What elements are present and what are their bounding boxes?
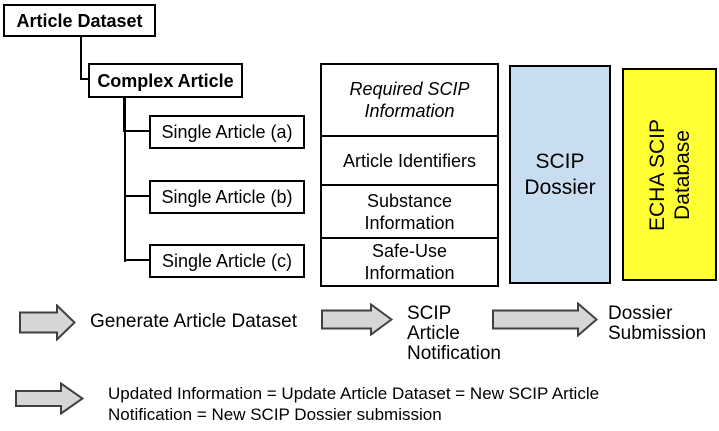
tree-connector-root-elbow [80, 78, 88, 80]
flow-step-3-label-line-2: Submission [608, 323, 707, 344]
table-header-line-2: Information [364, 101, 455, 121]
tree-connector-stub-c [126, 259, 149, 261]
single-article-a-label: Single Article (a) [161, 122, 293, 142]
flow-arrow-1-icon [19, 304, 76, 341]
table-row-substance-information: Substance Information [322, 184, 497, 237]
update-note-line-1: Updated Information = Update Article Dat… [108, 384, 600, 403]
tree-connector-trunk-lower [124, 130, 126, 262]
table-row-safe-use-information: Safe-Use Information [322, 237, 497, 285]
required-scip-info-table: Required SCIP Information Article Identi… [320, 63, 499, 287]
scip-dossier-box: SCIP Dossier [509, 65, 611, 284]
echa-scip-database-box: ECHA SCIP Database [622, 68, 717, 281]
table-cell-text: Information [364, 263, 455, 283]
article-dataset-label: Article Dataset [16, 10, 143, 31]
flow-step-2-label-line-2: Article [407, 323, 460, 344]
tree-connector-trunk-upper [123, 98, 126, 132]
single-article-a-box: Single Article (a) [149, 115, 305, 149]
table-row-article-identifiers: Article Identifiers [322, 135, 497, 184]
scip-dossier-label-line-1: SCIP [535, 149, 585, 173]
echa-scip-database-vertical-label: ECHA SCIP Database [645, 118, 695, 230]
single-article-b-box: Single Article (b) [149, 180, 305, 214]
flow-step-2-label-line-3: Notification [407, 343, 501, 364]
flow-step-2-label: SCIP Article Notification [407, 304, 501, 364]
table-header: Required SCIP Information [322, 65, 497, 135]
tree-connector-root-vertical [80, 37, 82, 80]
scip-dossier-label-line-2: Dossier [524, 175, 596, 199]
tree-connector-stub-b [126, 195, 149, 197]
article-dataset-box: Article Dataset [3, 4, 156, 37]
single-article-c-box: Single Article (c) [149, 244, 305, 278]
table-header-line-1: Required SCIP [349, 79, 470, 99]
echa-label-line-2: Database [670, 129, 694, 220]
complex-article-box: Complex Article [88, 63, 243, 98]
update-note-line-2: Notification = New SCIP Dossier submissi… [108, 405, 442, 424]
table-cell-text: Article Identifiers [342, 150, 477, 171]
tree-connector-stub-a [126, 130, 149, 132]
table-cell-text: Substance [366, 190, 453, 211]
flow-step-2-label-line-1: SCIP [407, 303, 452, 324]
single-article-b-label: Single Article (b) [161, 187, 293, 207]
update-note: Updated Information = Update Article Dat… [108, 383, 599, 425]
flow-step-3-label-line-1: Dossier [608, 303, 673, 324]
flow-step-3-label: Dossier Submission [608, 304, 706, 344]
flow-arrow-3-icon [492, 302, 598, 337]
flow-arrow-2-icon [321, 303, 393, 336]
flow-step-1-label: Generate Article Dataset [90, 311, 297, 332]
single-article-c-label: Single Article (c) [161, 251, 293, 271]
complex-article-label: Complex Article [97, 70, 234, 91]
table-cell-text: Information [364, 212, 455, 233]
echa-label-line-1: ECHA SCIP [645, 118, 669, 231]
table-cell-text: Safe-Use [371, 241, 448, 261]
update-note-arrow-icon [15, 382, 84, 415]
